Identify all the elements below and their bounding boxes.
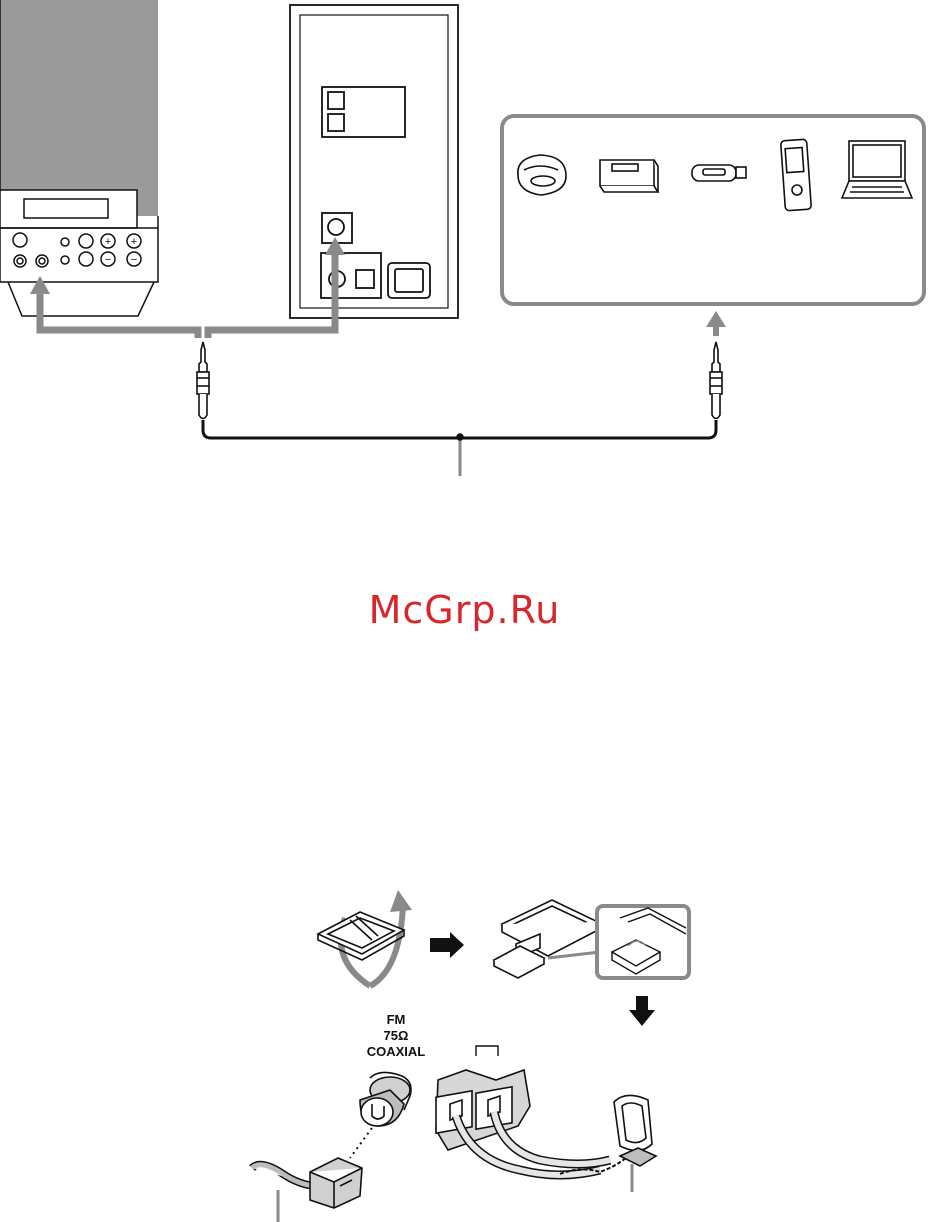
watermark-text: McGrp.Ru	[0, 588, 929, 632]
step-arrow-right	[430, 932, 464, 958]
portable-player-icon	[781, 139, 812, 211]
fm-label-line3: COAXIAL	[346, 1044, 446, 1060]
md-player-icon	[600, 160, 658, 192]
am-loop-antenna-icon	[614, 1095, 656, 1166]
am-terminal	[436, 1070, 530, 1150]
step-arrow-down	[629, 996, 655, 1026]
arrow-head-left	[30, 276, 50, 294]
svg-text:+: +	[105, 236, 111, 248]
svg-text:−: −	[105, 254, 111, 266]
usb-stick-icon	[692, 165, 746, 181]
fm-label-line2: 75Ω	[346, 1028, 446, 1044]
audio-cable	[197, 342, 722, 476]
fm-coaxial-jack	[360, 1072, 411, 1126]
am-terminal-bracket	[476, 1046, 498, 1056]
plug-guide-dots	[350, 1128, 372, 1158]
zoom-line	[548, 952, 600, 958]
antenna-assembled-step	[494, 900, 598, 978]
fm-wire-plug	[252, 1158, 362, 1208]
arrow-up-head	[706, 311, 726, 327]
fm-label-line1: FM	[346, 1012, 446, 1028]
arrow-head-right	[325, 237, 345, 255]
main-unit: + − + −	[0, 0, 158, 316]
laptop-icon	[842, 141, 912, 198]
svg-text:−: −	[131, 254, 137, 266]
cd-player-icon	[518, 155, 566, 195]
fm-coaxial-label: FM 75Ω COAXIAL	[346, 1012, 446, 1060]
svg-text:+: +	[131, 236, 137, 248]
rear-panel	[290, 5, 458, 318]
antenna-stand-step	[318, 890, 412, 986]
